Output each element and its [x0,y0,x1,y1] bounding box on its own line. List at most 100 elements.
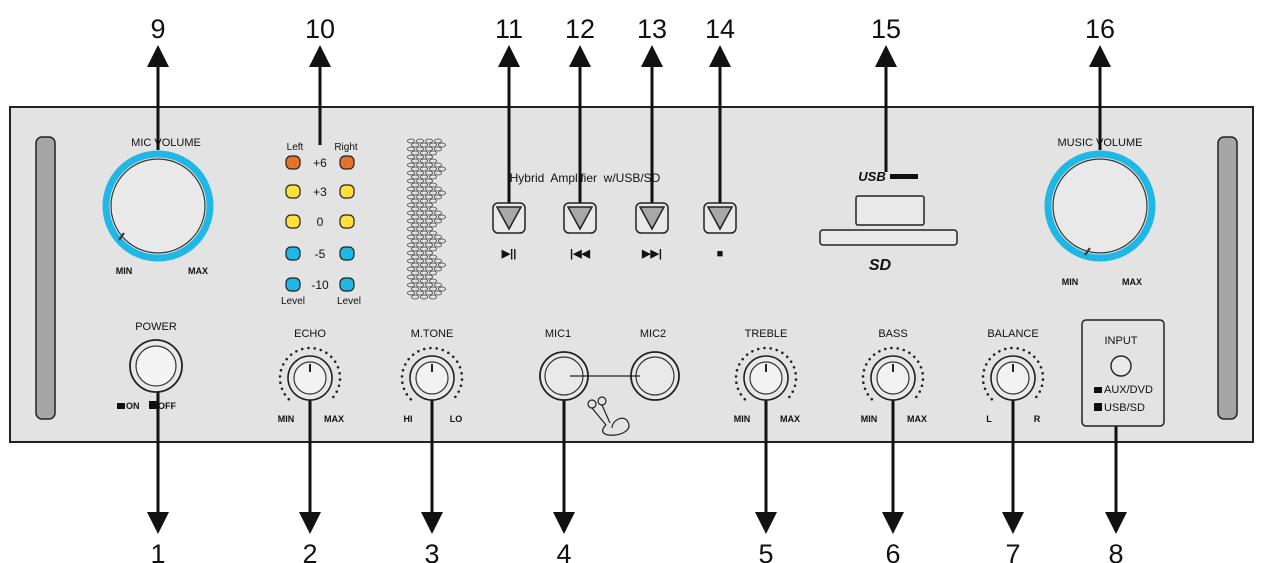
usb-logo: USB [858,169,885,184]
transport-button-play-pause[interactable]: ▶|| [492,202,526,260]
mic-inputs[interactable]: MIC1 MIC2 [539,328,680,436]
callout-6: 6 [885,539,900,563]
vu-meter: Left Right Level Level +6+30-5-10 [281,142,361,307]
transport-button-next[interactable]: ▶▶| [635,202,669,260]
callout-11: 11 [495,14,523,44]
grille-dot [429,294,437,300]
grille-dot [416,250,424,256]
input-label: INPUT [1105,335,1138,347]
mic-volume-control[interactable]: MIC VOLUME MIN MAX [102,137,214,276]
power-control[interactable]: POWER ON OFF [117,321,183,411]
grille-dot [425,218,433,224]
panel-title: Hybrid Amplifier w/USB/SD [510,171,661,185]
tick-dot [864,363,868,366]
tick-dot [737,363,741,366]
tick-dot [788,395,791,399]
mic-volume-label: MIC VOLUME [131,137,201,149]
grille-dot [420,294,428,300]
tick-dot [1022,348,1026,352]
sd-card-slot[interactable] [819,229,958,246]
input-box [1081,319,1165,427]
vu-left-footer: Level [281,296,305,307]
tick-dot [793,384,797,388]
mic2-label: MIC2 [640,328,666,340]
transport-button-stop[interactable]: ■ [703,202,737,260]
transport-buttons[interactable]: ▶|| |◀◀ ▶▶| ■ [492,202,737,260]
tick-dot [1041,378,1045,381]
tick-dot [435,347,438,350]
vu-led-right [339,214,355,229]
microphone-icon [587,396,630,436]
grille-dot [411,150,419,156]
tick-dot [460,372,463,375]
usb-port[interactable] [855,195,925,226]
grille-dot [429,166,437,172]
grille-dot [407,170,415,176]
tick-dot [983,387,987,391]
tick-dot [1035,395,1038,399]
grille-dot [425,194,433,200]
vu-level-label: -10 [311,278,329,292]
balance-label: BALANCE [987,328,1038,340]
tick-dot [407,357,410,361]
music-volume-control[interactable]: MUSIC VOLUME MIN MAX [1044,137,1156,287]
grille-dot [407,178,415,184]
tick-dot [743,397,747,401]
grille-dot [438,238,446,244]
grille-dot [416,170,424,176]
grille-dot [416,218,424,224]
tick-dot [756,347,760,351]
tick-dot [863,387,867,391]
grille-dot [416,290,424,296]
arrow-head-down-icon [421,512,443,534]
grille-dot [420,174,428,180]
grille-dot [416,186,424,192]
grille-dot [416,146,424,152]
tick-dot [1010,346,1013,350]
grille-dot [429,174,437,180]
arrow-head-up-icon [709,45,731,67]
grille-dot [407,138,415,144]
bass-label: BASS [878,328,907,340]
grille-dot [425,234,433,240]
grille-dot [420,230,428,236]
tick-dot [1039,365,1043,369]
grille-dot [425,242,433,248]
input-selector[interactable]: INPUT AUX/DVD USB/SD [1081,319,1165,427]
tick-dot [1028,351,1031,355]
grille-dot [429,286,437,292]
grille-dot [407,290,415,296]
mic-volume-indicator [118,232,125,241]
tick-dot [862,368,866,372]
grille-dot [411,158,419,164]
grille-dot [429,230,437,236]
tick-dot [908,351,911,355]
arrow-head-up-icon [569,45,591,67]
grille-dot [416,194,424,200]
treble-min-label: MIN [734,414,751,424]
grille-dot [429,190,437,196]
music-volume-knob[interactable] [1044,150,1156,262]
arrow-head-down-icon [755,512,777,534]
tick-dot [295,349,298,353]
power-off-label: OFF [158,401,176,411]
grille-dot [411,182,419,188]
input-switch[interactable] [1110,355,1132,377]
grille-dot [407,218,415,224]
grille-dot [434,138,442,144]
grille-dot [416,138,424,144]
tick-dot [792,365,796,369]
tick-dot [447,351,450,355]
tick-dot [1003,347,1007,351]
tick-dot [283,393,287,396]
transport-button-previous[interactable]: |◀◀ [563,202,597,260]
grille-dot [434,162,442,168]
grille-dot [429,206,437,212]
mic-volume-knob[interactable] [102,150,214,262]
